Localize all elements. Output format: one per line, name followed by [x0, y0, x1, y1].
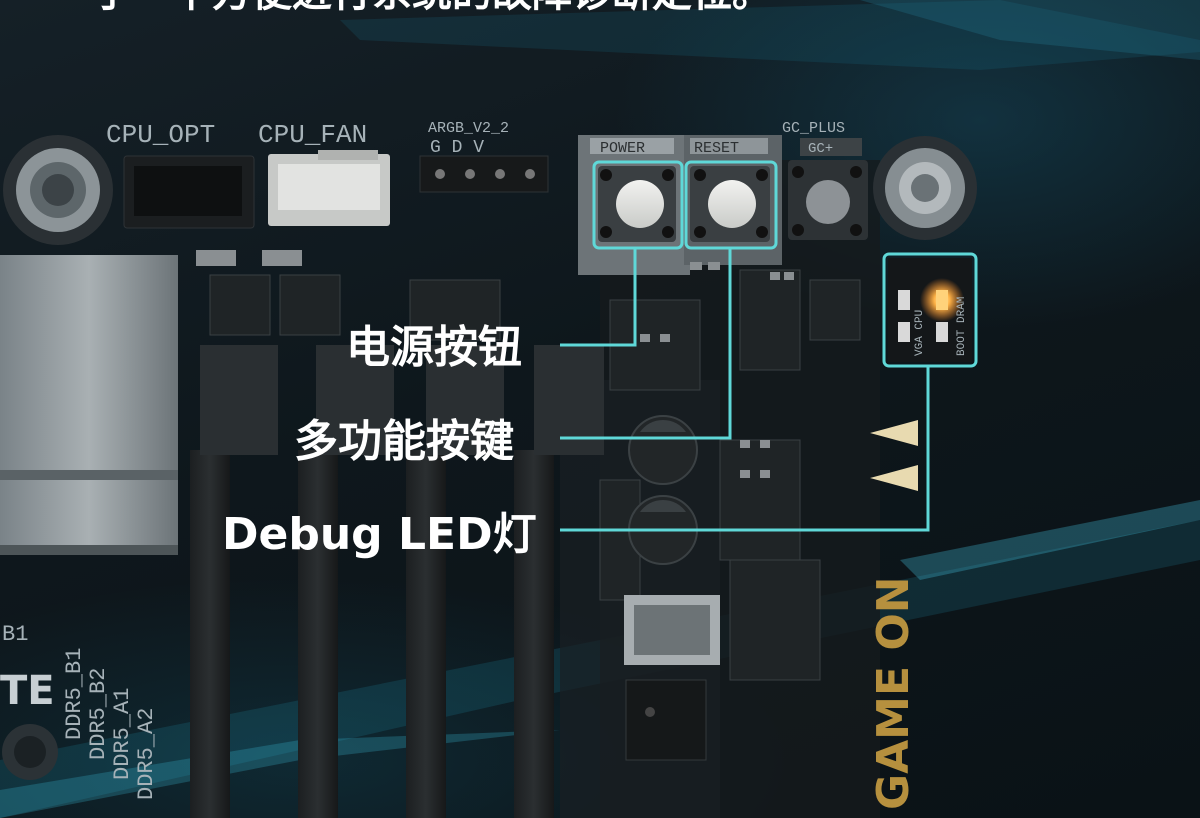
- label-side-b1: B1: [2, 622, 28, 647]
- callout-multi-button: 多功能按键: [294, 416, 514, 467]
- label-argb-pins: G D V: [430, 138, 484, 158]
- label-dimm-a2: DDR5_A2: [134, 708, 159, 800]
- label-led-vga-cpu: VGA CPU: [914, 310, 926, 356]
- callout-debug-led: Debug LED灯: [222, 509, 537, 560]
- caption-top: 于一下方便进行系统的故障诊断定位。: [92, 0, 772, 16]
- label-dimm-b2: DDR5_B2: [86, 668, 111, 760]
- label-dimm-b1: DDR5_B1: [62, 648, 87, 740]
- label-gc-button: GC+: [808, 141, 833, 157]
- power-leader-line: [560, 248, 637, 347]
- label-led-boot-dram: BOOT DRAM: [956, 297, 968, 356]
- multi-leader-line: [560, 248, 732, 440]
- label-power: POWER: [600, 140, 645, 157]
- callout-power-button: 电源按钮: [346, 322, 522, 373]
- label-reset: RESET: [694, 140, 739, 157]
- game-on-text: GAME ON: [868, 576, 919, 810]
- label-dimm-a1: DDR5_A1: [110, 688, 135, 780]
- label-cpu-fan: CPU_FAN: [258, 120, 367, 150]
- label-side-te: TE: [0, 668, 55, 714]
- power-button-highlight: [592, 160, 684, 250]
- label-gc-plus: GC_PLUS: [782, 120, 845, 137]
- label-argb: ARGB_V2_2: [428, 120, 509, 137]
- debug-leader-line: [560, 366, 930, 532]
- debug-led-highlight: [882, 252, 978, 368]
- label-cpu-opt: CPU_OPT: [106, 120, 215, 150]
